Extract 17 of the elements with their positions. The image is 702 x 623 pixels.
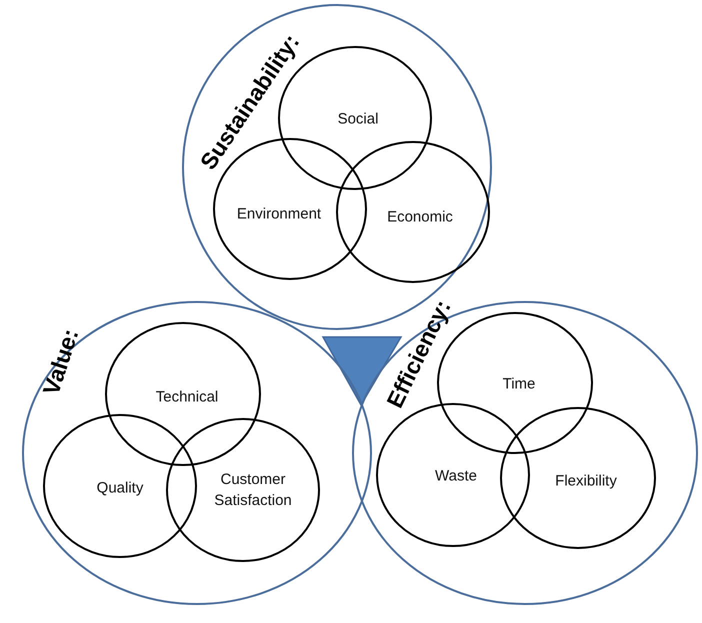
circle-label: Economic — [387, 208, 453, 228]
circle-label: Environment — [236, 204, 322, 224]
circle-label: Time — [502, 374, 536, 394]
circle-label: Waste — [435, 466, 477, 486]
venn-circle — [105, 322, 261, 466]
group-circle — [22, 301, 372, 605]
group-circle — [352, 301, 698, 605]
venn-circle — [336, 141, 490, 283]
circle-label: Quality — [96, 478, 144, 498]
circle-label: Flexibility — [555, 472, 617, 492]
venn-circle — [43, 414, 197, 558]
circle-label: Social — [338, 110, 378, 130]
venn-circle — [166, 418, 320, 562]
group-heading: Value: — [38, 326, 84, 398]
venn-circle — [500, 407, 656, 549]
circle-label: Technical — [156, 388, 218, 408]
circle-label: Customer Satisfaction — [213, 470, 293, 511]
